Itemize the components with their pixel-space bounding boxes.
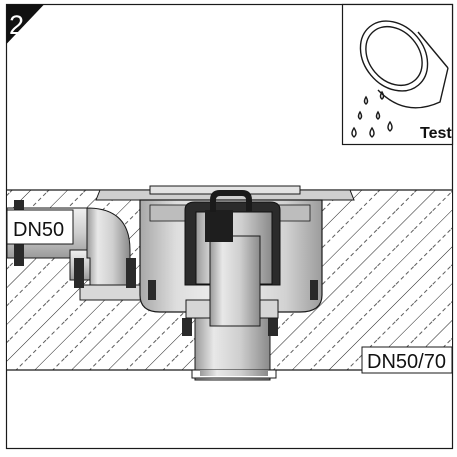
inlet-size-text: DN50	[13, 219, 64, 241]
test-panel: Test	[341, 3, 454, 146]
outlet-pipe	[191, 369, 277, 379]
inlet-size-label: DN50	[6, 209, 74, 245]
step-badge: 2	[6, 4, 44, 44]
step-number: 2	[9, 10, 24, 40]
outlet-size-label: DN50/70	[361, 346, 453, 374]
test-label: Test	[420, 125, 452, 142]
water-drops-cup-icon	[351, 20, 449, 138]
odour-trap-insert	[184, 190, 281, 327]
outlet-size-text: DN50/70	[367, 351, 446, 373]
